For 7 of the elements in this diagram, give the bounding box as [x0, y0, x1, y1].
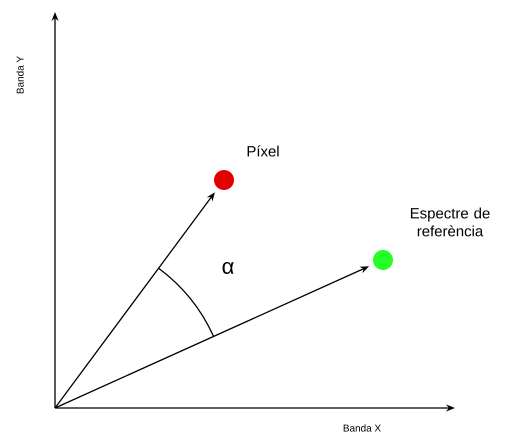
point-label: Píxel	[248, 145, 279, 157]
data-point	[373, 250, 393, 270]
angle-label: α	[222, 262, 234, 274]
axis-label: Banda Y	[16, 56, 24, 94]
data-point	[214, 170, 234, 190]
point-label: Espectre de referència	[410, 208, 490, 236]
axis-label: Banda X	[344, 424, 381, 432]
